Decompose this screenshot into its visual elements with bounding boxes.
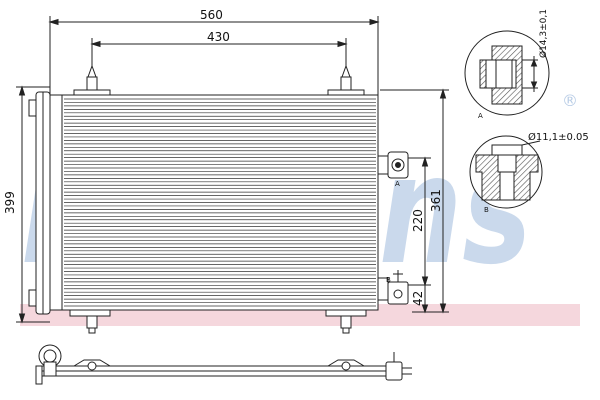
dimension-right-height [380, 88, 449, 314]
dimension-port-offset [421, 285, 429, 314]
dimension-port-spacing [408, 156, 431, 287]
dimension-port-offset-label: 42 [411, 291, 425, 306]
port-b-fitting [377, 270, 409, 305]
watermark-registered-mark: ® [562, 91, 578, 110]
port-a-label: A [395, 180, 400, 188]
dimension-port-spacing-label: 220 [411, 209, 425, 232]
port-a-fitting [377, 151, 409, 179]
detail-b-diameter: Ø11,1±0.05 [528, 131, 589, 143]
dimension-overall-width-label: 560 [200, 8, 223, 22]
port-b-label: B [386, 276, 391, 284]
dimension-overall-height [16, 85, 50, 324]
top-mount-left [73, 64, 111, 96]
dimension-right-height-label: 361 [429, 189, 443, 212]
side-view [35, 344, 412, 385]
dimension-overall-width [48, 16, 380, 95]
detail-a-label: A [478, 112, 483, 120]
detail-a-diameter: Ø14,3±0,1 [538, 9, 549, 58]
bottom-mount-right [325, 309, 367, 334]
detail-a-section [464, 30, 550, 116]
detail-b-section [469, 135, 543, 209]
detail-b-label: B [484, 206, 489, 214]
dimension-overall-height-label: 399 [3, 191, 17, 214]
condenser-fins [64, 98, 376, 307]
condenser-core [61, 94, 379, 311]
dimension-mount-spacing [90, 38, 348, 72]
bottom-mount-left [69, 309, 111, 334]
dimension-mount-spacing-label: 430 [207, 30, 230, 44]
top-mount-right [327, 64, 365, 96]
